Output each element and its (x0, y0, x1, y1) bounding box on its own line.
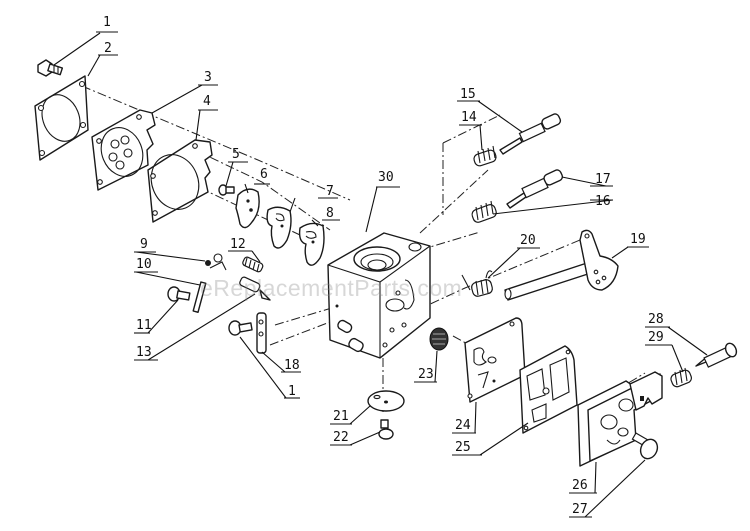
svg-text:16: 16 (595, 194, 611, 209)
part-2-cover-plate[interactable] (34, 75, 89, 161)
callout-27[interactable]: 27 (569, 502, 592, 518)
watermark: eReplacementParts.com (200, 275, 462, 301)
svg-text:10: 10 (136, 257, 152, 272)
leader-lines (53, 32, 708, 518)
svg-text:12: 12 (230, 237, 246, 252)
part-7-lever[interactable] (266, 206, 292, 249)
svg-text:28: 28 (648, 312, 664, 327)
part-1-screw[interactable] (37, 59, 64, 77)
callout-23[interactable]: 23 (414, 367, 437, 383)
callout-19[interactable]: 19 (627, 232, 649, 248)
part-27-screw[interactable] (631, 432, 660, 461)
svg-text:30: 30 (378, 170, 394, 185)
part-3-pump-diaphragm[interactable] (91, 109, 156, 191)
callout-6[interactable]: 6 (254, 167, 270, 185)
svg-text:15: 15 (460, 87, 476, 102)
svg-text:19: 19 (630, 232, 646, 247)
part-16-spring[interactable] (471, 200, 498, 224)
part-20-spring[interactable] (461, 270, 493, 297)
callout-16[interactable]: 16 (590, 194, 613, 209)
svg-text:2: 2 (104, 41, 112, 56)
callout-29[interactable]: 29 (645, 330, 672, 346)
part-15-needle-screw[interactable] (499, 113, 562, 155)
callout-labels: 1 2 3 4 5 6 7 8 9 10 11 12 13 14 15 16 1… (96, 15, 672, 518)
part-8-lever[interactable] (298, 222, 325, 266)
callout-28[interactable]: 28 (645, 312, 670, 328)
svg-text:1: 1 (103, 15, 111, 30)
part-24-diaphragm[interactable] (464, 317, 526, 403)
part-22-screw[interactable] (378, 419, 394, 440)
part-6-metering-lever[interactable] (235, 188, 260, 229)
part-29-spring[interactable] (669, 367, 692, 388)
svg-text:9: 9 (140, 237, 148, 252)
part-9-pin[interactable] (205, 253, 227, 271)
part-23-filter-screen[interactable] (429, 327, 449, 351)
callout-11[interactable]: 11 (134, 318, 152, 334)
callout-1b[interactable]: 1 (284, 384, 300, 399)
part-17-needle-screw[interactable] (506, 169, 564, 209)
part-18-bracket[interactable] (256, 312, 267, 354)
callout-13[interactable]: 13 (134, 345, 158, 361)
part-25-gasket[interactable] (519, 345, 578, 434)
svg-text:3: 3 (204, 70, 212, 85)
callout-8[interactable]: 8 (322, 206, 340, 221)
callout-14[interactable]: 14 (459, 110, 482, 126)
part-30-carburetor-body[interactable] (327, 232, 431, 359)
part-5-screw[interactable] (218, 184, 235, 196)
svg-text:25: 25 (455, 440, 471, 455)
part-13-needle[interactable] (239, 276, 271, 301)
svg-text:18: 18 (284, 358, 300, 373)
svg-text:4: 4 (203, 94, 211, 109)
part-19-throttle-shaft[interactable] (504, 229, 619, 301)
part-10-shaft[interactable] (192, 281, 207, 313)
callout-4[interactable]: 4 (198, 94, 218, 111)
part-12-spring[interactable] (242, 256, 264, 273)
svg-text:13: 13 (136, 345, 152, 360)
part-14-spring[interactable] (473, 145, 498, 167)
svg-text:23: 23 (418, 367, 434, 382)
callout-20[interactable]: 20 (517, 233, 540, 249)
callout-10[interactable]: 10 (134, 257, 158, 273)
callout-12[interactable]: 12 (228, 237, 252, 252)
svg-text:22: 22 (333, 430, 349, 445)
svg-text:5: 5 (232, 147, 240, 162)
callout-15[interactable]: 15 (457, 87, 480, 102)
svg-text:1: 1 (288, 384, 296, 399)
svg-text:21: 21 (333, 409, 349, 424)
part-11-screw[interactable] (167, 286, 191, 302)
callout-25[interactable]: 25 (452, 440, 482, 456)
callout-22[interactable]: 22 (330, 430, 352, 446)
callout-26[interactable]: 26 (569, 478, 597, 494)
svg-text:26: 26 (572, 478, 588, 493)
svg-text:17: 17 (595, 172, 611, 187)
callout-30[interactable]: 30 (376, 170, 400, 188)
svg-text:6: 6 (260, 167, 268, 182)
svg-text:29: 29 (648, 330, 664, 345)
callout-24[interactable]: 24 (452, 418, 476, 434)
part-21-disk[interactable] (367, 390, 405, 412)
callout-21[interactable]: 21 (330, 409, 352, 425)
callout-3[interactable]: 3 (198, 70, 218, 86)
callout-5[interactable]: 5 (228, 147, 248, 163)
callout-2[interactable]: 2 (98, 41, 118, 56)
callout-9[interactable]: 9 (134, 237, 156, 253)
svg-text:14: 14 (461, 110, 477, 125)
callout-18[interactable]: 18 (281, 358, 301, 373)
part-4-gasket[interactable] (143, 139, 213, 223)
svg-text:20: 20 (520, 233, 536, 248)
part-28-needle[interactable] (695, 342, 738, 368)
part-1b-screw[interactable] (228, 320, 253, 336)
callout-7[interactable]: 7 (318, 184, 338, 199)
callout-1[interactable]: 1 (96, 15, 118, 33)
svg-text:11: 11 (136, 318, 152, 333)
svg-text:24: 24 (455, 418, 471, 433)
svg-text:8: 8 (326, 206, 334, 221)
callout-17[interactable]: 17 (590, 172, 613, 187)
svg-text:7: 7 (326, 184, 334, 199)
svg-text:27: 27 (572, 502, 588, 517)
part-26-pump-cover[interactable] (577, 371, 663, 467)
